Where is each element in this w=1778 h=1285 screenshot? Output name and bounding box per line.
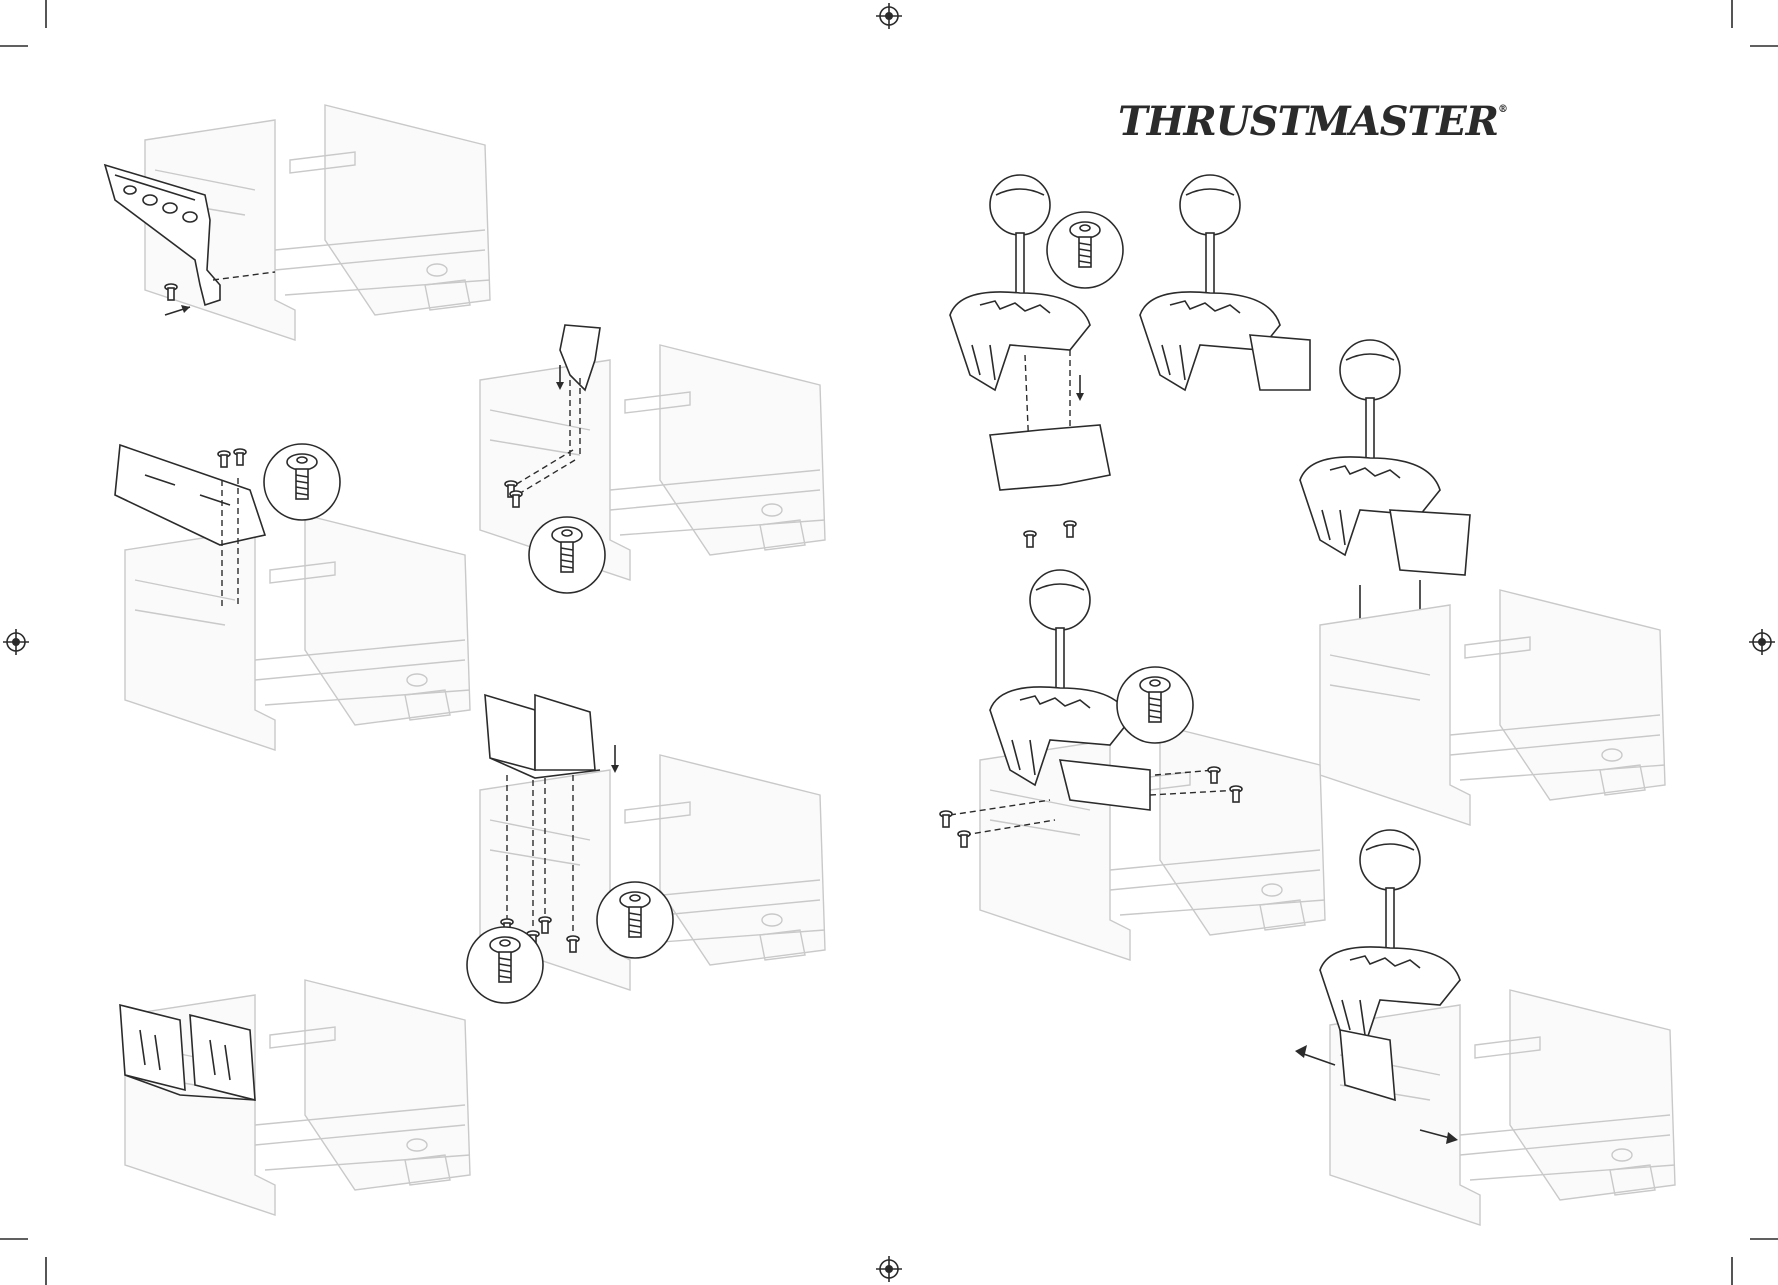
brand-logo: THRUSTMASTER® <box>1118 98 1518 148</box>
stand-rail-icon <box>1319 589 1666 826</box>
brand-name: THRUSTMASTER <box>1118 98 1499 145</box>
step-figure-clamp <box>455 320 835 594</box>
mounting-bracket-icon <box>103 163 221 307</box>
step-figure-bracket-side <box>95 100 495 341</box>
registration-mark-icon <box>876 1256 902 1282</box>
stand-rail-icon <box>1329 989 1676 1226</box>
registration-mark-icon <box>876 3 902 29</box>
registration-mark-icon <box>3 629 29 655</box>
registration-mark-icon <box>1749 629 1775 655</box>
registered-mark: ® <box>1498 104 1508 115</box>
screw-detail-icon <box>528 516 606 594</box>
step-figure-shifter-assembled <box>1130 174 1330 435</box>
stand-rail-icon <box>124 514 471 751</box>
screw-detail-icon <box>1116 666 1194 744</box>
mounting-bracket-icon <box>1339 1029 1396 1102</box>
screw-detail-icon <box>1046 211 1124 289</box>
step-figure-shifter-screws <box>939 569 1360 961</box>
stand-rail-icon <box>124 979 471 1216</box>
screw-detail-icon <box>466 926 544 1004</box>
mounting-bracket-icon <box>114 443 267 546</box>
step-figure-shifter-drop <box>1290 339 1710 826</box>
screw-detail-icon <box>596 881 674 959</box>
mounting-bracket-icon <box>119 1003 186 1092</box>
mounting-bracket-icon <box>1058 759 1151 811</box>
mounting-bracket-icon <box>1249 334 1311 391</box>
step-figure-plate-installed <box>100 975 490 1216</box>
step-figure-plate-mount <box>100 440 490 751</box>
step-figure-double-bracket <box>455 690 835 1010</box>
mounting-bracket-icon <box>1389 509 1471 576</box>
screw-detail-icon <box>263 443 341 521</box>
step-figure-shifter-bracket <box>940 174 1140 555</box>
step-figure-adjust <box>1290 829 1710 1226</box>
mounting-bracket-icon <box>989 424 1111 491</box>
mounting-bracket-icon <box>559 324 601 392</box>
arrow-icon <box>1419 1129 1451 1139</box>
